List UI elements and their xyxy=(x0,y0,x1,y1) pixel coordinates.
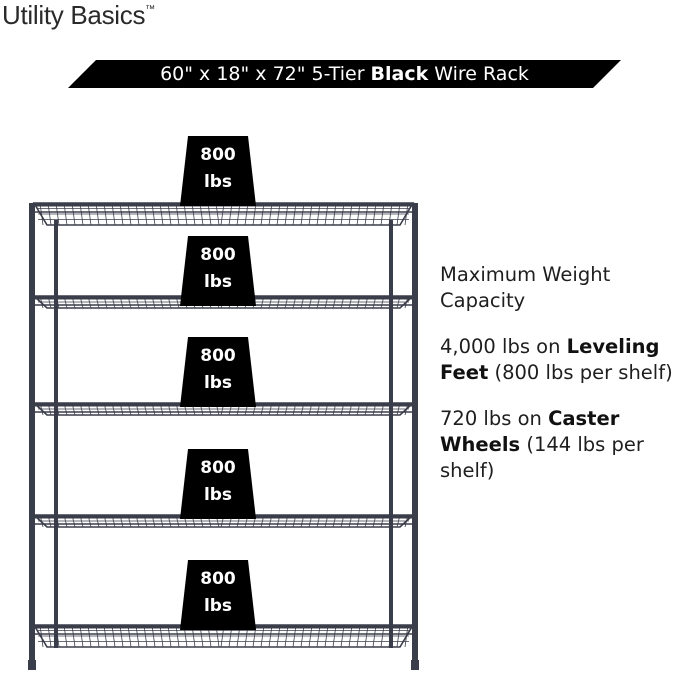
caster-detail: (144 lbs per shelf) xyxy=(440,433,644,482)
leveling-detail: (800 lbs per shelf) xyxy=(494,361,673,384)
caster-wheels-capacity: 720 lbs on Caster Wheels (144 lbs per sh… xyxy=(440,406,678,484)
weight-capacity-info: Maximum Weight Capacity 4,000 lbs on Lev… xyxy=(440,262,678,504)
leveling-foot xyxy=(28,660,36,670)
shelf-weight-badge: 800 lbs xyxy=(178,236,258,306)
badge-unit: lbs xyxy=(203,373,233,393)
shelf-frame xyxy=(32,202,415,226)
badge-weight: 800 xyxy=(200,569,236,589)
shelf-weight-badge: 800 lbs xyxy=(178,136,258,206)
banner-suffix: Wire Rack xyxy=(434,63,529,85)
banner-shape xyxy=(68,60,621,88)
banner-prefix: 60" x 18" x 72" 5-Tier xyxy=(160,63,365,85)
brand-name: Utility Basics xyxy=(2,0,146,30)
leveling-foot xyxy=(411,660,419,670)
shelf-frame xyxy=(31,402,416,416)
brand-logo: Utility Basics™ xyxy=(2,0,155,31)
badge-trapezoid xyxy=(180,136,256,206)
shelf-weight-badge: 800 lbs xyxy=(178,560,258,630)
title-banner: 60" x 18" x 72" 5-Tier Black Wire Rack xyxy=(68,60,621,88)
badge-weight: 800 xyxy=(200,245,236,265)
shelf-frame xyxy=(31,295,416,309)
badge-unit: lbs xyxy=(203,172,233,192)
banner-title: 60" x 18" x 72" 5-Tier Black Wire Rack xyxy=(68,60,621,88)
badge-trapezoid xyxy=(180,236,256,306)
capacity-heading: Maximum Weight Capacity xyxy=(440,263,611,312)
leveling-amount: 4,000 lbs on xyxy=(440,335,561,358)
caster-wheels-label: Caster Wheels xyxy=(440,407,620,456)
badge-unit: lbs xyxy=(203,485,233,505)
shelf-frame xyxy=(31,514,416,528)
badge-trapezoid xyxy=(180,337,256,407)
badge-weight: 800 xyxy=(200,145,236,165)
trademark-symbol: ™ xyxy=(145,4,155,15)
caster-amount: 720 lbs on xyxy=(440,407,542,430)
badge-weight: 800 xyxy=(200,346,236,366)
badge-unit: lbs xyxy=(203,272,233,292)
badge-weight: 800 xyxy=(200,458,236,478)
shelf-weight-badge: 800 lbs xyxy=(178,337,258,407)
badge-unit: lbs xyxy=(203,596,233,616)
leveling-feet-label: Leveling Feet xyxy=(440,335,660,384)
banner-emphasis: Black xyxy=(370,63,429,85)
badge-trapezoid xyxy=(180,449,256,519)
shelf-frame xyxy=(32,624,415,648)
leveling-feet-capacity: 4,000 lbs on Leveling Feet (800 lbs per … xyxy=(440,334,678,386)
shelf-weight-badge: 800 lbs xyxy=(178,449,258,519)
badge-trapezoid xyxy=(180,560,256,630)
